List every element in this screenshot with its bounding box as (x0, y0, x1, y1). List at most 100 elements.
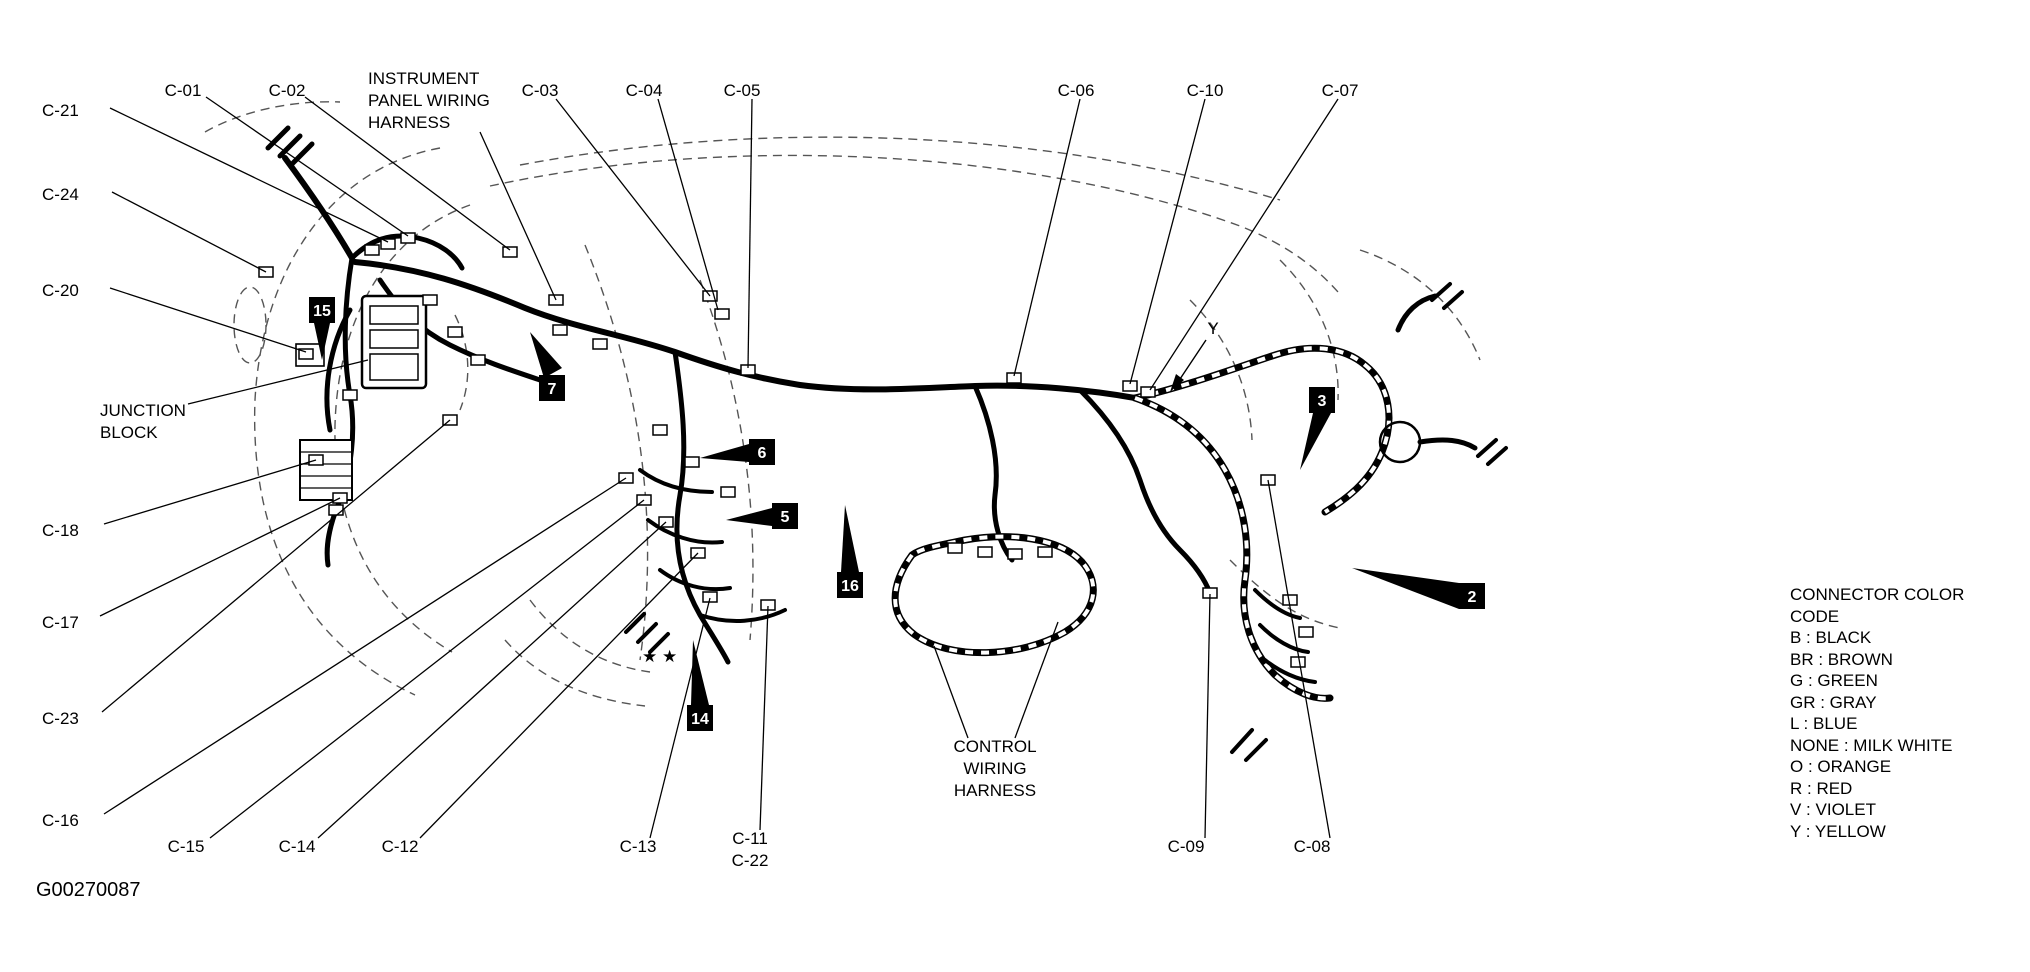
label-c06: C-06 (1058, 81, 1095, 100)
hatch-mark (1486, 446, 1508, 466)
connector-symbol (592, 338, 608, 350)
connector-symbol (1140, 386, 1156, 398)
main-harness-trunk (352, 259, 1138, 401)
legend-entry-gray: GR : GRAY (1790, 693, 1877, 712)
callout-6-pointer (700, 444, 749, 462)
leader-line (1204, 593, 1211, 839)
instrument-panel-line2: PANEL WIRING (368, 91, 490, 110)
leader-line (479, 131, 557, 301)
legend-entry-yellow: Y : YELLOW (1790, 822, 1886, 841)
fender-outline-outer (253, 147, 441, 696)
junction-block-body (360, 294, 428, 390)
leader-line (187, 359, 369, 405)
connector-symbol (400, 232, 416, 244)
hatch-mark (636, 622, 658, 644)
lower-cluster-wire-2 (646, 518, 724, 545)
a-pillar-line (204, 101, 341, 133)
connector-symbol (328, 504, 344, 516)
label-c24: C-24 (42, 185, 79, 204)
lower-cluster-wire-4 (698, 608, 787, 624)
leader-line (1013, 98, 1081, 377)
connector-symbol (552, 324, 568, 336)
leader-line (103, 477, 627, 815)
connector-symbol (502, 246, 518, 258)
striped-harness-right-upper (1131, 344, 1393, 516)
hatch-mark (265, 125, 291, 151)
hatch-mark (648, 632, 670, 654)
relay-box-symbol (295, 343, 353, 501)
connector-symbol (470, 354, 486, 366)
connector-symbol (1007, 548, 1023, 560)
callout-2-pointer (1352, 568, 1459, 609)
label-c16: C-16 (42, 811, 79, 830)
legend-title-line1: CONNECTOR COLOR (1790, 585, 1964, 604)
instrument-panel-line3: HARNESS (368, 113, 450, 132)
callout-14-number: 14 (691, 711, 709, 728)
right-cluster-wire-3 (1263, 658, 1317, 684)
control-harness-line1: CONTROL (953, 737, 1036, 756)
callout-15-box (309, 297, 335, 323)
callout-14: 14 (687, 640, 713, 731)
connector-symbols (258, 232, 1314, 668)
harness-center-down-branch (672, 349, 731, 665)
leader-line (657, 98, 719, 311)
legend-entry-green: G : GREEN (1790, 671, 1878, 690)
dash-detail-left (454, 314, 469, 411)
leader-lines (99, 96, 1339, 839)
callout-15: 15 (309, 297, 335, 360)
junction-block-line1: JUNCTION (100, 401, 186, 420)
leader-line (111, 191, 267, 273)
leader-line (103, 459, 317, 525)
vehicle-outline (204, 101, 1481, 707)
legend-entry-blue: L : BLUE (1790, 714, 1857, 733)
leader-line (1267, 479, 1331, 839)
hatch-mark (1230, 728, 1254, 754)
callout-5: 5 (726, 503, 798, 529)
leader-line (109, 287, 307, 353)
fender-outline-inner (334, 204, 471, 653)
label-c13: C-13 (620, 837, 657, 856)
leader-line (205, 96, 409, 237)
hatch-mark (289, 141, 315, 167)
leader-line (555, 98, 711, 297)
harness-lines (282, 155, 1478, 702)
fender-oval-detail (233, 286, 267, 364)
callout-3: 3 (1300, 387, 1335, 470)
legend-entry-milkwhite: NONE : MILK WHITE (1790, 736, 1952, 755)
control-harness-label: CONTROL WIRING HARNESS (953, 737, 1036, 800)
callout-2-number: 2 (1468, 589, 1477, 606)
label-c11: C-11 (732, 829, 768, 848)
hatch-mark (1244, 738, 1268, 762)
connector-symbol (1006, 372, 1022, 384)
console-detail-1 (529, 599, 651, 673)
y-wire-pointer (1170, 339, 1207, 392)
leader-line (649, 597, 711, 839)
connector-symbol (977, 546, 993, 558)
callout-16: 16 (837, 505, 863, 598)
callout-7-number: 7 (548, 381, 557, 398)
callout-2-box (1459, 583, 1485, 609)
callout-6-box (749, 439, 775, 465)
connector-symbol (652, 424, 668, 436)
callout-7-pointer (530, 332, 562, 378)
label-c15: C-15 (168, 837, 205, 856)
right-cluster-wire-2 (1258, 623, 1310, 654)
connector-symbol (364, 244, 380, 256)
control-harness-line3: HARNESS (954, 781, 1036, 800)
legend-entry-orange: O : ORANGE (1790, 757, 1891, 776)
label-c01: C-01 (165, 81, 202, 100)
y-arrowhead (1170, 374, 1184, 392)
body-right-outline (1359, 249, 1481, 361)
leader-line (419, 552, 699, 839)
label-c03: C-03 (522, 81, 559, 100)
callout-14-pointer (691, 640, 709, 705)
striped-overlay-right-down (1134, 396, 1331, 701)
connector-symbol (684, 456, 700, 468)
relay-box-body (299, 439, 353, 501)
harness-branch-upper-left (282, 155, 355, 261)
connector-symbol (947, 542, 963, 554)
top-right-coil-wire (1395, 293, 1438, 333)
junction-block-slot (369, 305, 419, 325)
connector-symbol (422, 294, 438, 306)
